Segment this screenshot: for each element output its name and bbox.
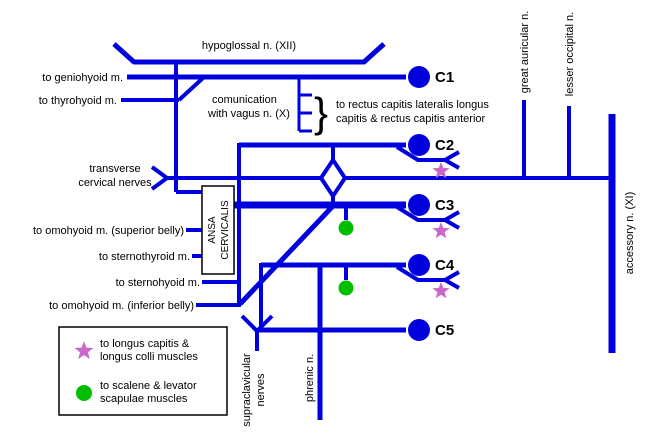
root-label-c2: C2: [435, 137, 454, 154]
longus-star-marker-c3: [432, 222, 450, 239]
root-label-c3: C3: [435, 197, 454, 214]
root-label-c1: C1: [435, 69, 454, 86]
legend-dot-label-line1: to scalene & levator: [100, 380, 197, 392]
c1-branch-lines: [121, 60, 406, 194]
thyrohyoid-label: to thyrohyoid m.: [39, 95, 117, 107]
longus-capitis-branch-lines: [395, 145, 460, 290]
lesser-occipital-label: lesser occipital n.: [564, 12, 576, 96]
vagus-communication-label-line1: comunication: [212, 94, 277, 106]
ansa-label-line2: CERVICALIS: [220, 200, 231, 260]
longus-star-marker-c4: [432, 282, 450, 299]
root-label-c4: C4: [435, 257, 455, 274]
omohyoid-inferior-label: to omohyoid m. (inferior belly): [49, 300, 194, 312]
vagus-communication-label-line2: with vagus n. (X): [207, 108, 290, 120]
omohyoid-superior-label: to omohyoid m. (superior belly): [33, 225, 184, 237]
hypoglossal-nerve-line: [112, 42, 386, 65]
supraclavicular-label-line1: supraclavicular: [241, 353, 253, 427]
root-node-c5: [408, 319, 430, 341]
legend-star-label-line1: to longus capitis &: [100, 338, 190, 350]
hypoglossal-label: hypoglossal n. (XII): [202, 40, 296, 52]
sternothyroid-label: to sternothyroid m.: [99, 251, 190, 263]
root-label-c5: C5: [435, 322, 454, 339]
grouping-brace: }: [314, 89, 328, 136]
root-node-c2: [408, 134, 430, 156]
scalene-dot-marker-c4: [338, 280, 354, 296]
accessory-label: accessory n. (XI): [624, 192, 636, 275]
great-auricular-label: great auricular n.: [519, 11, 531, 94]
root-node-c1: [408, 66, 430, 88]
legend-dot-label-line2: scapulae muscles: [100, 393, 188, 405]
phrenic-label: phrenic n.: [304, 354, 316, 402]
c4-c5-trunk-lines: [259, 262, 406, 333]
root-node-c3: [408, 194, 430, 216]
supraclavicular-label-line2: nerves: [255, 373, 267, 407]
legend-star-label-line2: longus colli muscles: [100, 351, 198, 363]
legend-dot-icon: [76, 385, 92, 401]
vagus-communication-lines: [297, 79, 312, 133]
ansa-cervicalis-box: [201, 185, 235, 275]
root-node-c4: [408, 254, 430, 276]
geniohyoid-label: to geniohyoid m.: [42, 72, 123, 84]
longus-star-marker-c2: [432, 162, 450, 179]
transverse-cervical-label-line1: transverse: [89, 163, 140, 175]
crossing-diamond: [318, 156, 348, 200]
transverse-cervical-label-line2: cervical nerves: [78, 177, 152, 189]
rectus-capitis-label-line1: to rectus capitis lateralis longus: [336, 99, 489, 111]
sternohyoid-label: to sternohyoid m.: [116, 277, 200, 289]
supraclavicular-nerve-lines: [240, 314, 274, 351]
ansa-label-line1: ANSA: [207, 216, 218, 244]
ansa-cervicalis-loop-lines: [186, 143, 335, 307]
rectus-capitis-label-line2: capitis & rectus capitis anterior: [336, 113, 486, 125]
scalene-dot-marker-c3: [338, 220, 354, 236]
